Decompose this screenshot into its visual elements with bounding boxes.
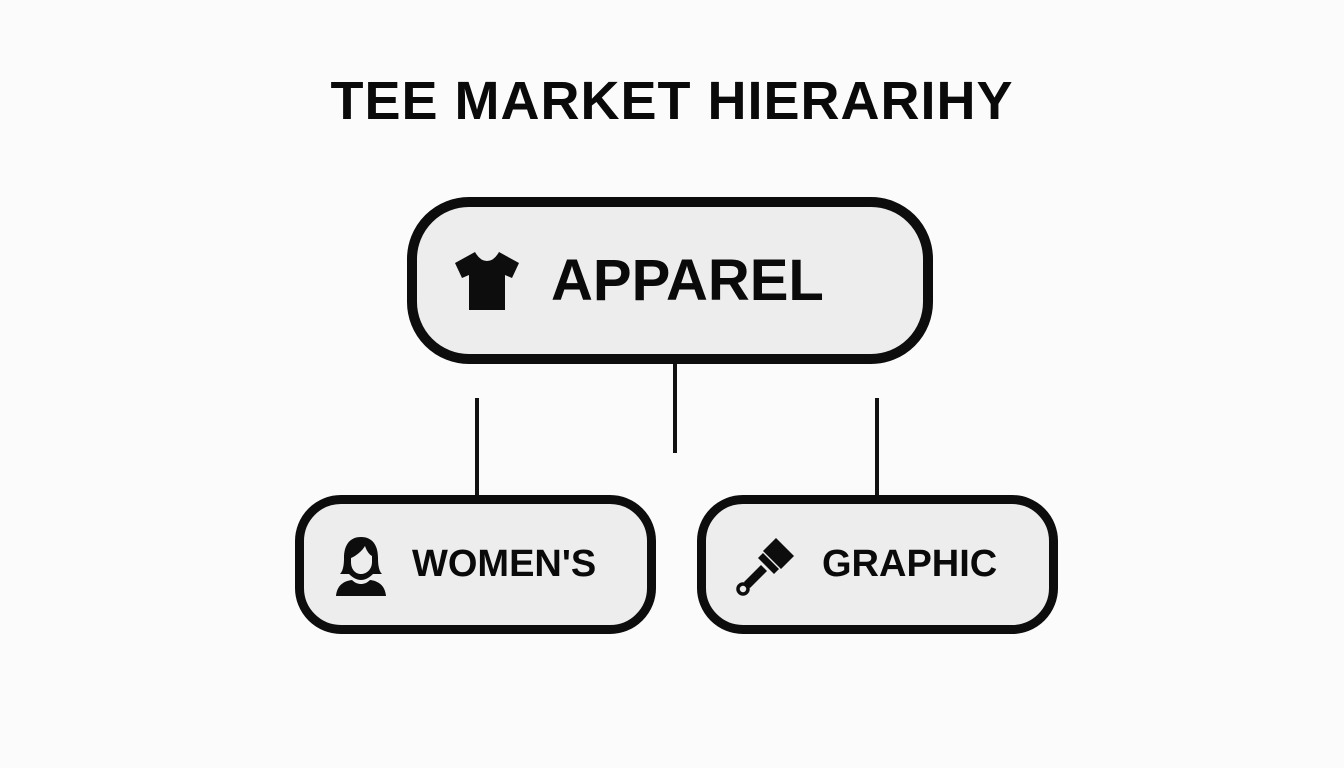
paintbrush-icon: [736, 537, 794, 596]
node-graphic: GRAPHIC: [697, 495, 1058, 634]
node-apparel: APPAREL: [407, 197, 933, 364]
node-graphic-label: GRAPHIC: [822, 543, 998, 585]
woman-icon: [336, 536, 386, 596]
node-womens-label: WOMEN'S: [412, 543, 597, 585]
tshirt-icon: [455, 251, 519, 310]
node-womens: WOMEN'S: [295, 495, 656, 634]
diagram-title: TEE MARKET HIERARIHY: [330, 71, 1014, 131]
node-apparel-label: APPAREL: [551, 248, 824, 313]
